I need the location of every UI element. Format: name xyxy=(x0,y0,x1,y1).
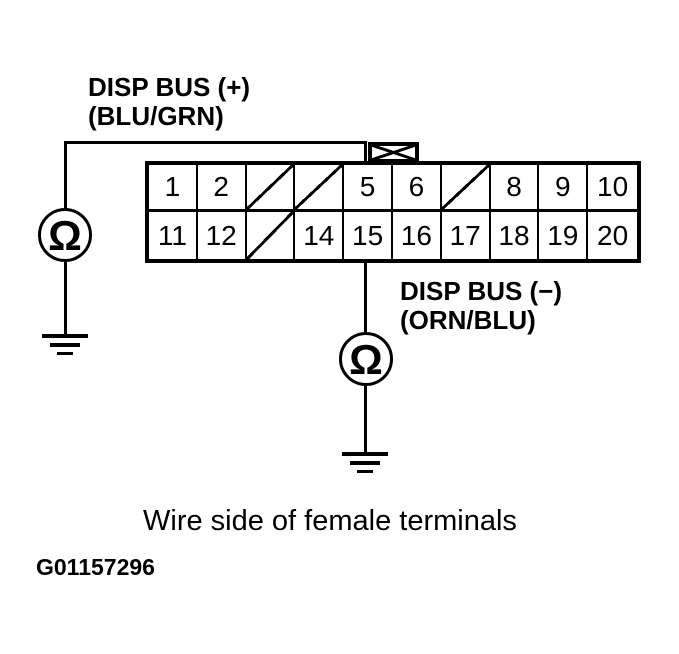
connector-cell-blank xyxy=(246,165,296,212)
connector-cell-20: 20 xyxy=(597,219,629,251)
connector-cell-5: 5 xyxy=(344,165,393,212)
ground-bar-medium xyxy=(50,343,80,347)
disp-bus-minus-wire-color: (ORN/BLU) xyxy=(400,305,536,335)
connector-cell-19: 19 xyxy=(539,212,589,259)
diagram-caption: Wire side of female terminals xyxy=(143,505,517,537)
connector-cell-18: 18 xyxy=(491,212,540,259)
wire-stub-to-connector xyxy=(364,141,367,163)
connector-cell-2: 2 xyxy=(197,165,247,212)
disp-bus-plus-wire-color: (BLU/GRN) xyxy=(88,101,224,131)
disp-bus-plus-line1: DISP BUS (+) xyxy=(88,72,251,102)
connector-cell-8: 8 xyxy=(490,165,540,212)
ohmmeter-bottom: Ω xyxy=(339,332,393,386)
ground-bar-long xyxy=(342,452,388,456)
wire-top-horizontal xyxy=(64,141,367,144)
connector-cell-14: 14 xyxy=(295,212,345,259)
connector-cell-16: 16 xyxy=(393,212,442,259)
ohmmeter-left: Ω xyxy=(38,208,92,262)
connector-cell-6: 6 xyxy=(392,165,442,212)
ground-bar-short xyxy=(357,470,373,473)
ground-bar-medium xyxy=(350,461,380,465)
connector-cell-1: 1 xyxy=(149,165,198,212)
disp-bus-plus-label: DISP BUS (+) (BLU/GRN) xyxy=(88,73,250,131)
ohm-symbol-left: Ω xyxy=(48,212,82,259)
connector-cell-17: 17 xyxy=(442,212,491,259)
connector-cell-9: 9 xyxy=(539,165,589,212)
wire-left-to-ground xyxy=(64,260,67,335)
connector-cell-11: 11 xyxy=(149,212,198,259)
ground-symbol-left xyxy=(42,334,88,355)
ground-bar-long xyxy=(42,334,88,338)
connector-cell-10: 10 xyxy=(588,165,637,212)
connector-cell-blank xyxy=(441,165,491,212)
connector-cell-blank xyxy=(295,165,345,212)
connector-cell-12: 12 xyxy=(198,212,247,259)
wire-pin15-down xyxy=(364,261,367,333)
disp-bus-minus-line1: DISP BUS (−) xyxy=(400,276,563,306)
ground-symbol-bottom xyxy=(342,452,388,473)
connector-key-icon xyxy=(368,142,419,163)
connector-cell-15: 15 xyxy=(344,212,393,259)
ohm-symbol-bottom: Ω xyxy=(349,336,383,383)
connector-cell-blank xyxy=(246,212,296,259)
figure-number: G01157296 xyxy=(36,554,155,580)
ground-bar-short xyxy=(57,352,73,355)
wire-left-vertical xyxy=(64,141,67,210)
disp-bus-minus-label: DISP BUS (−) (ORN/BLU) xyxy=(400,277,562,335)
wire-bottom-to-ground xyxy=(364,384,367,453)
